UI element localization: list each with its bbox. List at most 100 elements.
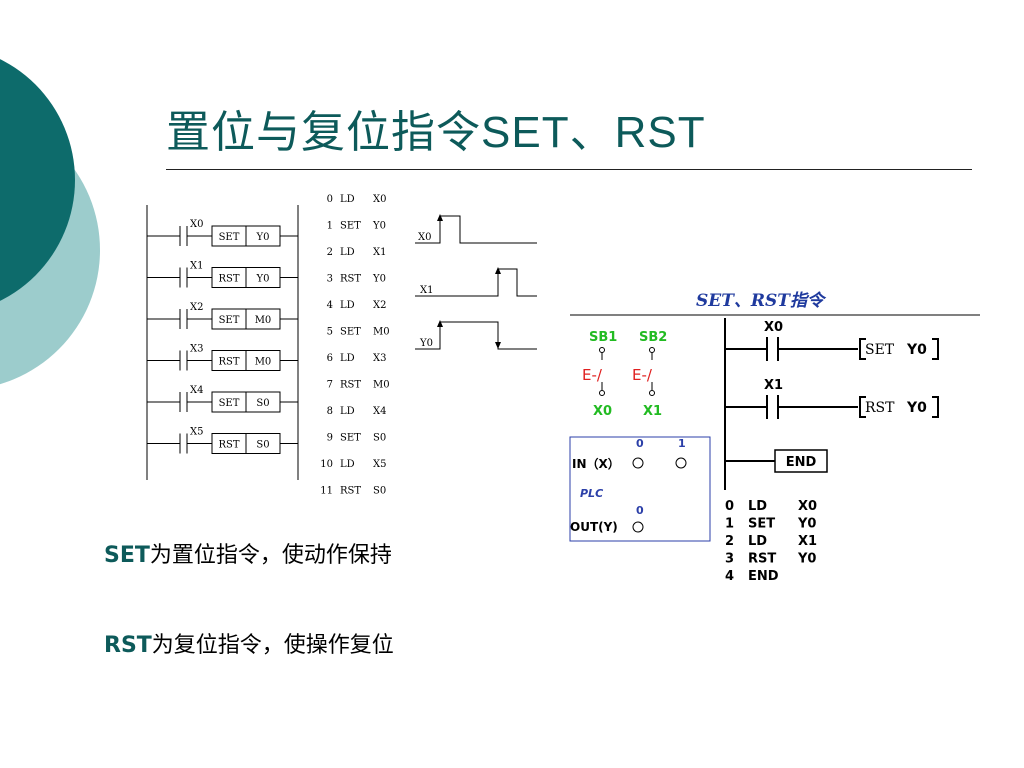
instruction-operand: X3 [373, 353, 386, 364]
output-number: 0 [636, 504, 644, 517]
input-number: 1 [678, 437, 686, 450]
rst-description: RST为复位指令，使操作复位 [104, 627, 394, 659]
slide-title: 置位与复位指令SET、RST [166, 108, 706, 157]
step-number: 3 [327, 274, 333, 285]
title-divider [166, 169, 972, 170]
instruction-label: RST [218, 357, 239, 368]
step-number: 3 [725, 552, 734, 567]
instruction-operand: Y0 [797, 517, 816, 532]
step-number: 4 [725, 569, 734, 584]
instruction-operand: X0 [373, 194, 386, 205]
instruction-operand: X0 [798, 499, 817, 514]
end-label: END [786, 455, 817, 470]
x1-waveform [415, 268, 537, 297]
instruction-mnemonic: SET [340, 221, 361, 232]
instruction-bracket-right [932, 338, 939, 360]
pushbutton-symbol: E-/ [582, 366, 603, 384]
input-label: X1 [643, 404, 662, 419]
instruction-operand: S0 [373, 433, 386, 444]
timing-label-x1: X1 [420, 285, 433, 296]
step-number: 6 [327, 353, 333, 364]
instruction-mnemonic: RST [748, 552, 776, 567]
dark-teal-circle [0, 59, 75, 301]
instruction-mnemonic: LD [340, 353, 355, 364]
instruction-mnemonic: LD [340, 459, 355, 470]
instruction-mnemonic: RST [340, 274, 361, 285]
instruction-bracket-left [859, 396, 866, 418]
step-number: 2 [725, 534, 734, 549]
contact-label: X2 [190, 302, 203, 313]
operand-label: S0 [256, 440, 269, 451]
instruction-mnemonic: LD [748, 534, 767, 549]
instruction-bracket-right [932, 396, 939, 418]
arrow-up [437, 320, 443, 327]
instruction-operand: X4 [373, 406, 386, 417]
instruction-operand: M0 [373, 327, 390, 338]
step-number: 0 [327, 194, 333, 205]
input-terminal-1 [675, 457, 687, 469]
instruction-mnemonic: SET [748, 517, 775, 532]
instruction-label: SET [865, 342, 895, 358]
operand-label: Y0 [906, 400, 927, 416]
contact-label: X5 [190, 427, 203, 438]
rst-description-text: 为复位指令，使操作复位 [151, 633, 394, 658]
operand-label: M0 [255, 315, 272, 326]
instruction-mnemonic: END [748, 569, 779, 584]
step-number: 1 [725, 517, 734, 532]
arrow-up [495, 267, 501, 274]
operand-label: Y0 [256, 232, 270, 243]
step-number: 0 [725, 499, 734, 514]
plc-box [569, 436, 711, 542]
instruction-operand: X1 [373, 247, 386, 258]
contact-label: X1 [190, 261, 203, 272]
rst-keyword: RST [104, 633, 152, 658]
end-box [774, 449, 828, 473]
instruction-label: SET [219, 315, 240, 326]
instruction-operand: Y0 [797, 552, 816, 567]
plc-in-label: IN（X） [572, 456, 620, 471]
set-keyword: SET [104, 543, 150, 568]
instruction-mnemonic: RST [340, 486, 361, 497]
instruction-label: SET [219, 398, 240, 409]
input-number: 0 [636, 437, 644, 450]
instruction-operand: X1 [798, 534, 817, 549]
terminal [599, 347, 605, 353]
terminal [649, 347, 655, 353]
instruction-bracket-left [859, 338, 866, 360]
instruction-operand: Y0 [372, 221, 386, 232]
output-terminal-0 [632, 521, 644, 533]
step-number: 1 [327, 221, 333, 232]
instruction-label: RST [218, 274, 239, 285]
input-terminal-0 [632, 457, 644, 469]
arrow-up [437, 214, 443, 221]
set-description: SET为置位指令，使动作保持 [104, 537, 392, 569]
operand-label: M0 [255, 357, 272, 368]
instruction-operand: S0 [373, 486, 386, 497]
plc-label: PLC [580, 487, 603, 500]
set-rst-heading: SET、RST指令 [696, 291, 827, 311]
instruction-mnemonic: SET [340, 433, 361, 444]
contact-label: X0 [190, 219, 203, 230]
instruction-mnemonic: LD [340, 194, 355, 205]
instruction-operand: Y0 [372, 274, 386, 285]
timing-label-y0: Y0 [419, 338, 433, 349]
instruction-mnemonic: LD [340, 406, 355, 417]
instruction-label: RST [865, 400, 895, 416]
terminal [649, 390, 655, 396]
contact-label: X3 [190, 344, 203, 355]
contact-label: X4 [190, 385, 203, 396]
x0-waveform [415, 215, 537, 244]
instruction-mnemonic: LD [748, 499, 767, 514]
instruction-label: SET [219, 232, 240, 243]
instruction-operand: X2 [373, 300, 386, 311]
step-number: 10 [320, 459, 333, 470]
instruction-label: RST [218, 440, 239, 451]
pushbutton-symbol: E-/ [632, 366, 653, 384]
set-description-text: 为置位指令，使动作保持 [149, 543, 392, 568]
instruction-operand: M0 [373, 380, 390, 391]
instruction-mnemonic: LD [340, 300, 355, 311]
